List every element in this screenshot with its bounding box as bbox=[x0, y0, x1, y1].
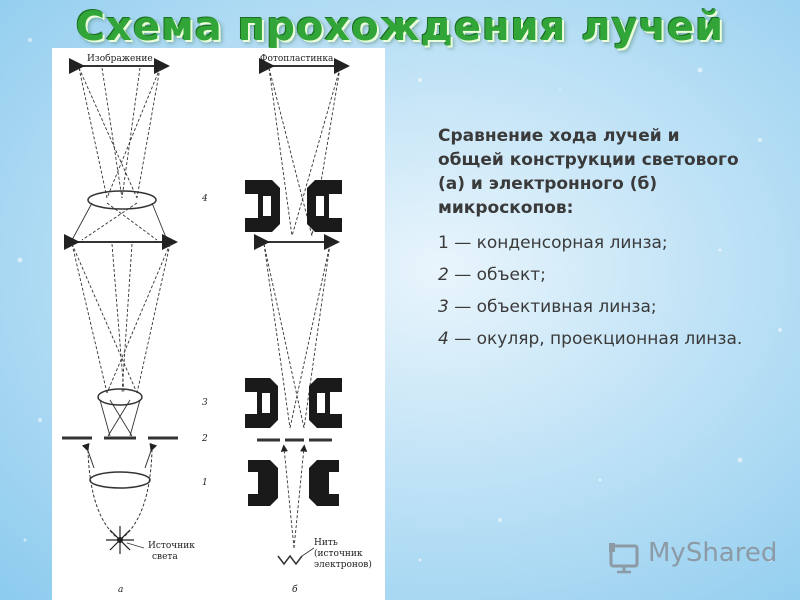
label-filament-line2: (источник bbox=[314, 548, 363, 559]
legend-text: — объективная линза; bbox=[448, 297, 657, 317]
legend-text: — объект; bbox=[448, 265, 546, 285]
object-number-2: 2 bbox=[201, 434, 208, 444]
caption-a: а bbox=[118, 585, 123, 595]
label-light-source-line2: света bbox=[152, 552, 178, 562]
legend-item-2: 2 — объект; bbox=[438, 264, 748, 287]
label-light-source-line1: Источник bbox=[148, 541, 195, 551]
legend-number: 1 bbox=[438, 233, 449, 253]
legend-text: — окуляр, проекционная линза. bbox=[448, 329, 743, 349]
legend-item-1: 1 — конденсорная линза; bbox=[438, 232, 748, 255]
electron-microscope-panel bbox=[245, 58, 350, 566]
description-block: Сравнение хода лучей и общей конструкции… bbox=[438, 124, 748, 360]
lens-number-4: 4 bbox=[201, 194, 208, 204]
figure-description: Сравнение хода лучей и общей конструкции… bbox=[438, 126, 739, 218]
ray-diagram: Изображение Фотопластинка 4 3 2 1 Источн… bbox=[62, 53, 372, 595]
monitor-icon bbox=[609, 543, 639, 574]
label-photo-plate: Фотопластинка bbox=[260, 54, 334, 64]
logo-text: MyShared bbox=[648, 538, 778, 568]
lens-number-3: 3 bbox=[202, 398, 208, 408]
legend-number: 3 bbox=[438, 297, 449, 317]
legend-item-4: 4 — окуляр, проекционная линза. bbox=[438, 328, 748, 351]
light-microscope-panel bbox=[62, 58, 178, 554]
ray-diagram-figure: Изображение Фотопластинка 4 3 2 1 Источн… bbox=[52, 48, 385, 600]
legend-item-3: 3 — объективная линза; bbox=[438, 296, 748, 319]
myshared-logo[interactable]: MyShared bbox=[608, 538, 777, 578]
lens-number-1: 1 bbox=[202, 478, 208, 488]
label-image: Изображение bbox=[87, 53, 153, 64]
label-filament-line1: Нить bbox=[314, 538, 338, 548]
label-filament-line3: электронов) bbox=[314, 559, 372, 570]
slide-title: Схема прохождения лучей bbox=[75, 4, 725, 50]
legend-text: — конденсорная линза; bbox=[448, 233, 668, 253]
caption-b: б bbox=[292, 584, 298, 595]
legend-number: 2 bbox=[438, 265, 449, 285]
legend-number: 4 bbox=[438, 329, 449, 349]
